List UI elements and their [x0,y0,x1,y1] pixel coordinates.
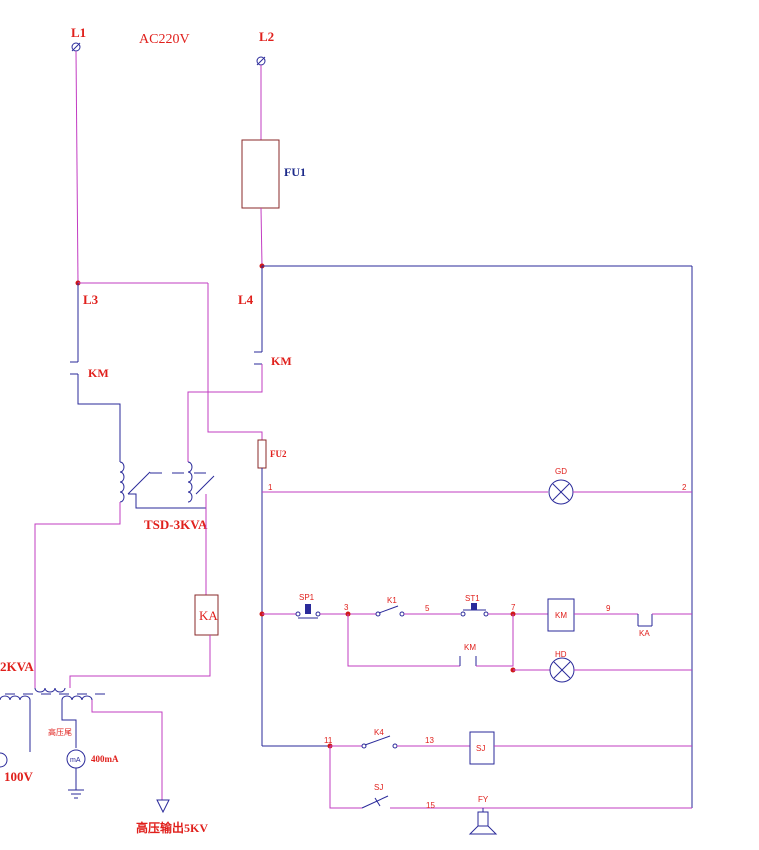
contact-ka [637,614,653,627]
label-fu2: FU2 [270,449,287,459]
label-fu1: FU1 [284,165,306,179]
label-ka-contact: KA [639,629,650,638]
voltmeter [0,752,8,768]
lamp-hd-icon [549,657,575,683]
label-km-coil: KM [555,611,567,620]
label-hv-output: 高压输出5KV [136,820,208,835]
wire-label-1: 1 [268,483,273,492]
km-left-contact [70,361,78,375]
wire-label-13: 13 [425,736,434,745]
wire-hv-output [91,700,163,800]
label-gd: GD [555,467,567,476]
terminal-l2 [256,56,266,66]
wire-km-left-down [77,374,121,462]
label-k1: K1 [387,596,397,605]
wire-km-aux-left [347,614,460,667]
wire-fu1-down [260,207,263,267]
wire-label-11: 11 [324,736,333,745]
label-sj-contact: SJ [374,783,383,792]
pushbutton-sp1 [295,604,321,619]
label-km-aux: KM [464,643,476,652]
switch-k4 [361,735,398,749]
wire-row4-a [329,746,362,809]
label-small-note: 高压尾 [48,727,72,737]
label-l3: L3 [83,292,99,307]
label-l2: L2 [259,29,274,44]
label-sj-coil: SJ [476,744,485,753]
label-regulator: TSD-3KVA [144,517,208,532]
milliammeter-symbol: mA [70,757,81,764]
label-sp1: SP1 [299,593,315,602]
label-l4: L4 [238,292,254,307]
wire-label-7: 7 [511,603,516,612]
buzzer-fy-icon [468,808,498,835]
relay-ka [194,594,219,636]
wire-label-15: 15 [426,801,435,810]
hv-output-arrow-icon [156,799,170,814]
wire-label-2: 2 [682,483,687,492]
contact-km-aux [459,656,477,666]
label-voltmeter: 100V [4,769,34,784]
km-right-contact [254,351,262,365]
coil-km [547,598,575,632]
wire-km-aux-right [476,614,514,667]
ground-icon [68,789,84,799]
supply-voltage-label: AC220V [139,32,190,47]
switch-k1 [375,605,405,617]
label-ka-relay: KA [199,608,218,623]
wire-to-fu2 [207,283,263,440]
milliammeter: mA [66,749,86,769]
wire-l1 [75,50,79,284]
label-k4: K4 [374,728,384,737]
label-fy: FY [478,795,489,804]
transformer-2kva [0,687,105,752]
contact-sj [361,795,389,809]
label-st1: ST1 [465,594,480,603]
timer-sj-coil [469,731,495,765]
lamp-gd-icon [548,479,574,505]
wire-label-5: 5 [425,604,430,613]
label-milliammeter: 400mA [91,754,119,764]
label-km-left: KM [88,366,109,380]
regulator-tsd [119,461,215,509]
wire-label-3: 3 [344,603,349,612]
terminal-l1 [71,42,81,52]
wire-label-9: 9 [606,604,611,613]
label-hd: HD [555,650,567,659]
wire-ka-transformer [69,635,211,688]
wire-regulator-out-left [34,502,121,688]
label-l1: L1 [71,25,86,40]
fuse-fu1 [241,139,280,209]
label-km-right: KM [271,354,292,368]
fuse-fu2 [257,439,267,469]
pushbutton-st1 [460,603,489,617]
wire-km-right-down [187,364,263,462]
label-transformer: 2KVA [0,659,34,674]
